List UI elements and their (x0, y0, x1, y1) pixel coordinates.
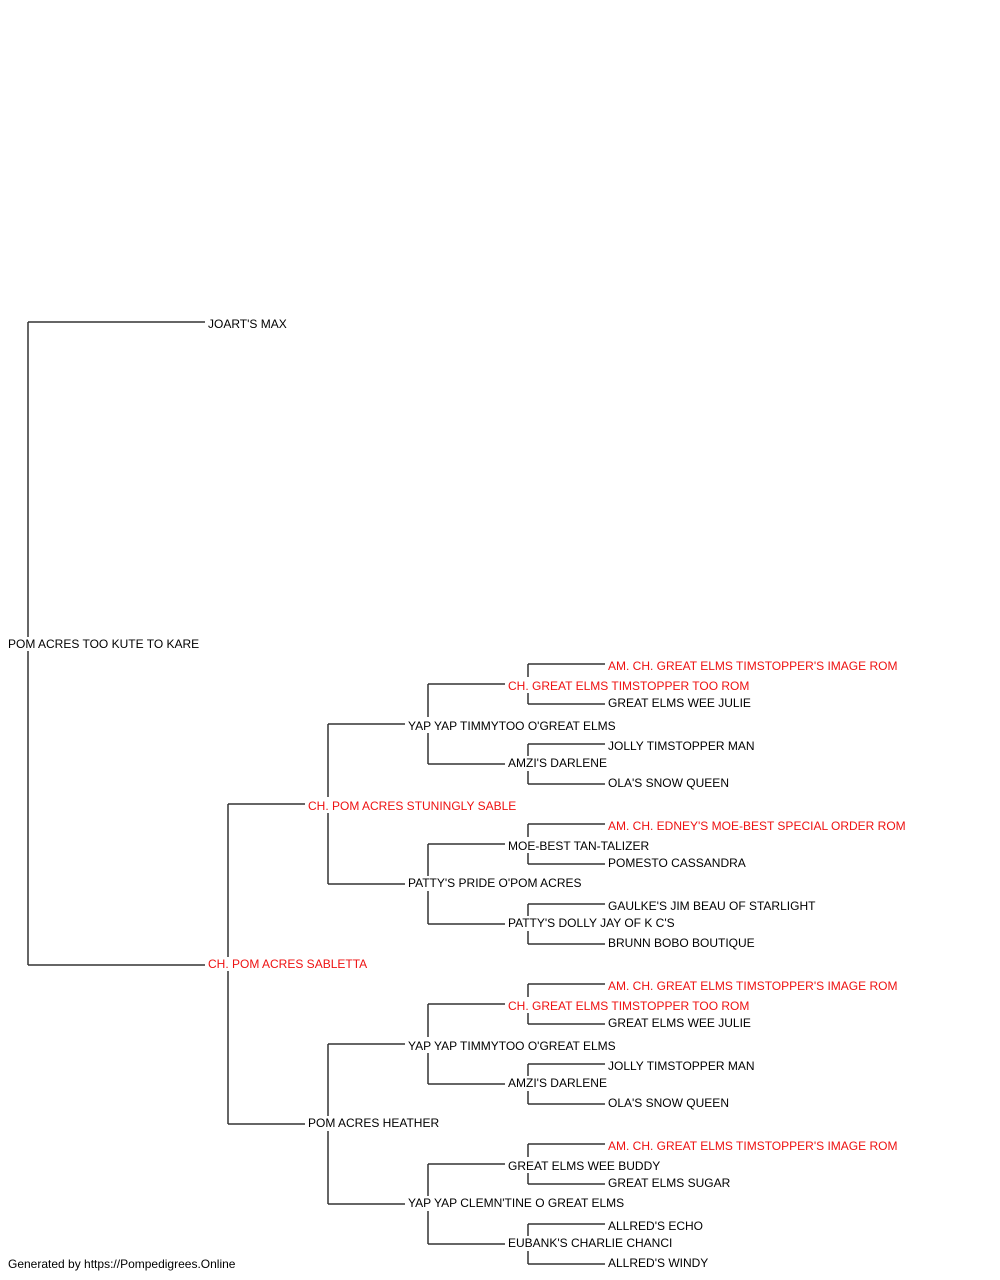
pedigree-ancestor[interactable]: GREAT ELMS WEE JULIE (608, 1016, 752, 1030)
footer-credit: Generated by https://Pompedigrees.Online (8, 1257, 236, 1271)
pedigree-ancestor[interactable]: PATTY'S PRIDE O'POM ACRES (408, 876, 583, 890)
pedigree-ancestor[interactable]: JOLLY TIMSTOPPER MAN (608, 739, 756, 753)
pedigree-ancestor[interactable]: ALLRED'S ECHO (608, 1219, 704, 1233)
pedigree-ancestor[interactable]: PATTY'S DOLLY JAY OF K C'S (508, 916, 676, 930)
pedigree-ancestor[interactable]: AM. CH. GREAT ELMS TIMSTOPPER'S IMAGE RO… (608, 1139, 899, 1153)
pedigree-ancestor[interactable]: YAP YAP CLEMN'TINE O GREAT ELMS (408, 1196, 626, 1210)
pedigree-ancestor[interactable]: CH. POM ACRES STUNINGLY SABLE (308, 799, 518, 813)
pedigree-ancestor[interactable]: OLA'S SNOW QUEEN (608, 1096, 730, 1110)
pedigree-ancestor[interactable]: BRUNN BOBO BOUTIQUE (608, 936, 756, 950)
pedigree-dam[interactable]: CH. POM ACRES SABLETTA (208, 957, 369, 971)
pedigree-ancestor[interactable]: AM. CH. GREAT ELMS TIMSTOPPER'S IMAGE RO… (608, 659, 899, 673)
pedigree-ancestor[interactable]: GREAT ELMS WEE BUDDY (508, 1159, 662, 1173)
pedigree-ancestor[interactable]: AM. CH. GREAT ELMS TIMSTOPPER'S IMAGE RO… (608, 979, 899, 993)
pedigree-ancestor[interactable]: ALLRED'S WINDY (608, 1256, 710, 1270)
pedigree-ancestor[interactable]: POM ACRES HEATHER (308, 1116, 441, 1130)
pedigree-ancestor[interactable]: CH. GREAT ELMS TIMSTOPPER TOO ROM (508, 999, 751, 1013)
pedigree-ancestor[interactable]: POMESTO CASSANDRA (608, 856, 747, 870)
pedigree-ancestor[interactable]: AMZI'S DARLENE (508, 1076, 608, 1090)
pedigree-ancestor[interactable]: OLA'S SNOW QUEEN (608, 776, 730, 790)
pedigree-ancestor[interactable]: YAP YAP TIMMYTOO O'GREAT ELMS (408, 719, 617, 733)
pedigree-ancestor[interactable]: MOE-BEST TAN-TALIZER (508, 839, 651, 853)
pedigree-ancestor[interactable]: GREAT ELMS WEE JULIE (608, 696, 752, 710)
pedigree-ancestor[interactable]: EUBANK'S CHARLIE CHANCI (508, 1236, 674, 1250)
pedigree-ancestor[interactable]: CH. GREAT ELMS TIMSTOPPER TOO ROM (508, 679, 751, 693)
pedigree-ancestor[interactable]: YAP YAP TIMMYTOO O'GREAT ELMS (408, 1039, 617, 1053)
pedigree-ancestor[interactable]: AMZI'S DARLENE (508, 756, 608, 770)
pedigree-ancestor[interactable]: JOLLY TIMSTOPPER MAN (608, 1059, 756, 1073)
pedigree-ancestor[interactable]: GREAT ELMS SUGAR (608, 1176, 732, 1190)
pedigree-subject[interactable]: POM ACRES TOO KUTE TO KARE (8, 637, 201, 651)
pedigree-ancestor[interactable]: AM. CH. EDNEY'S MOE-BEST SPECIAL ORDER R… (608, 819, 907, 833)
pedigree-sire[interactable]: JOART'S MAX (208, 317, 288, 331)
pedigree-ancestor[interactable]: GAULKE'S JIM BEAU OF STARLIGHT (608, 899, 817, 913)
